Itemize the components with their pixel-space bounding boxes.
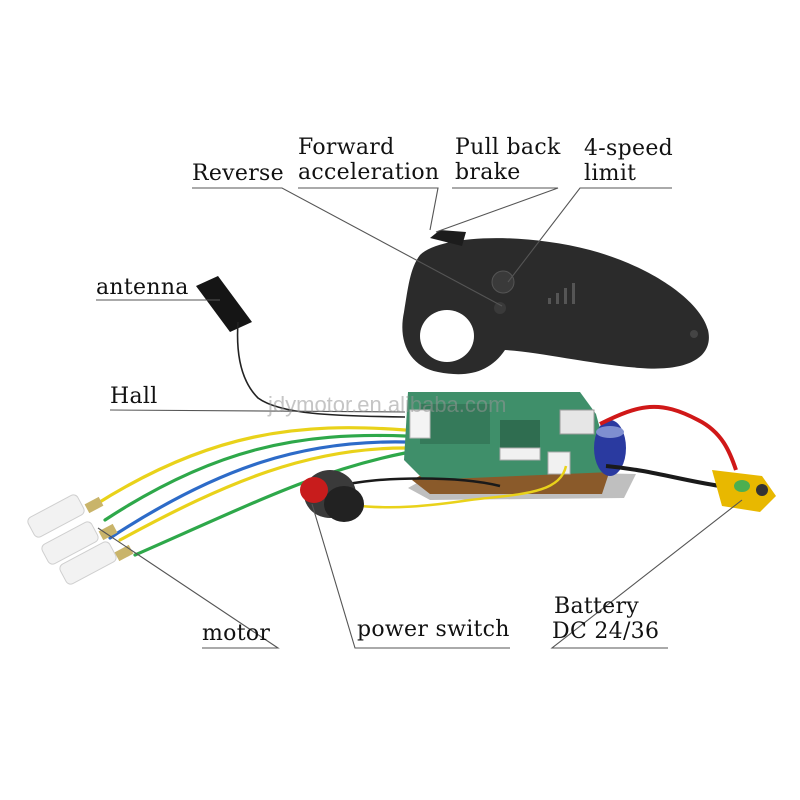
- battery-wires: [599, 404, 776, 512]
- label-hall: Hall: [110, 384, 158, 409]
- label-battery-line2: DC 24/36: [552, 619, 660, 644]
- remote-led-icon: [690, 330, 698, 338]
- esc-board: [404, 392, 636, 500]
- speed-indicator-icon: [548, 283, 575, 304]
- label-battery-line1: Battery: [554, 594, 640, 619]
- reverse-button-icon: [494, 302, 506, 314]
- label-forward-line2: acceleration: [298, 160, 440, 185]
- label-pullback-line2: brake: [455, 160, 521, 185]
- watermark: jdymotor.en.alibaba.com: [268, 392, 507, 417]
- label-pullback-line1: Pull back: [455, 135, 561, 160]
- label-speed-line2: limit: [584, 161, 637, 186]
- power-button: [300, 477, 328, 503]
- antenna: [196, 276, 406, 418]
- remote-finger-hole: [420, 310, 474, 362]
- leader-lines: [96, 187, 743, 649]
- label-motor: motor: [202, 621, 271, 646]
- remote-controller: [402, 230, 709, 375]
- label-speed-line1: 4-speed: [584, 136, 674, 161]
- label-antenna: antenna: [96, 275, 189, 300]
- motor-terminals: [27, 494, 134, 585]
- power-switch: [300, 465, 568, 522]
- throttle-trigger: [430, 230, 466, 246]
- label-power-switch: power switch: [357, 617, 510, 642]
- label-forward-line1: Forward: [298, 135, 395, 160]
- label-reverse: Reverse: [192, 161, 284, 186]
- motor-wires: [93, 426, 407, 557]
- hall-connector: [409, 409, 431, 439]
- speed-button-icon: [491, 270, 515, 294]
